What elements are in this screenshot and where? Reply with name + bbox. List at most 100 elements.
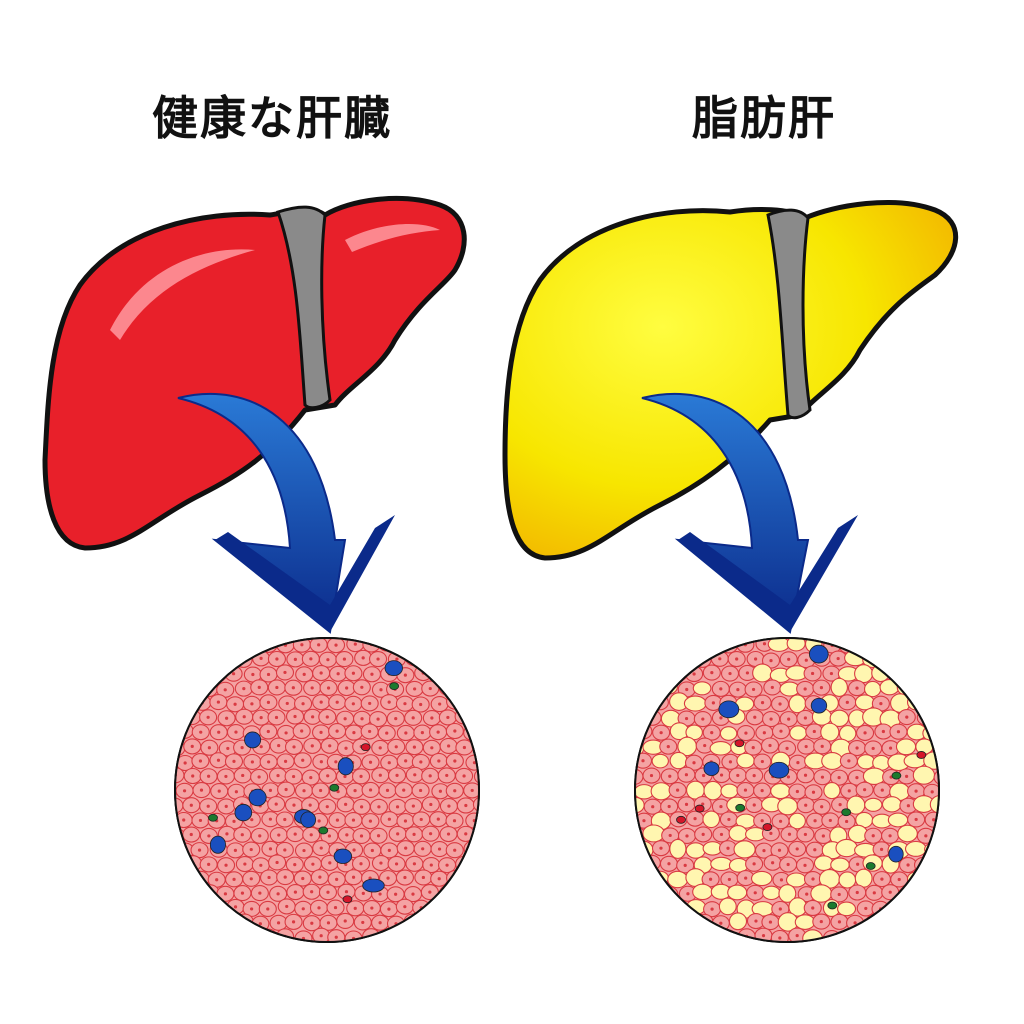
- cell-nucleus: [862, 643, 866, 647]
- hepatocyte-cell: [702, 638, 721, 652]
- cell-nucleus: [898, 671, 902, 675]
- fat-droplet: [762, 885, 781, 901]
- cell-nucleus: [803, 773, 808, 777]
- hepatocyte-cell: [175, 929, 193, 942]
- cell-nucleus: [786, 775, 791, 779]
- hepatocyte-cell: [659, 651, 678, 669]
- healthy-liver-highlight: [110, 249, 255, 340]
- cell-nucleus: [335, 700, 339, 704]
- fat-droplet: [650, 782, 672, 801]
- cell-nucleus: [343, 919, 347, 923]
- cell-nucleus: [283, 875, 287, 879]
- hepatocyte-cell: [933, 769, 939, 786]
- cell-nucleus: [217, 906, 221, 910]
- cell-nucleus: [762, 642, 767, 646]
- hepatocyte-cell: [462, 928, 479, 942]
- fat-droplet: [635, 679, 646, 698]
- cell-nucleus: [760, 789, 764, 793]
- cell-nucleus: [233, 643, 237, 647]
- tissue-marker: [888, 845, 904, 863]
- cell-nucleus: [855, 890, 859, 895]
- cell-nucleus: [837, 629, 840, 632]
- cell-nucleus: [378, 746, 382, 750]
- hepatocyte-cell: [635, 900, 654, 917]
- cell-nucleus: [897, 877, 901, 882]
- cell-nucleus: [932, 818, 936, 822]
- hepatocyte-cell: [865, 638, 884, 639]
- cell-nucleus: [233, 905, 238, 909]
- cell-nucleus: [326, 686, 331, 690]
- cell-nucleus: [351, 875, 356, 879]
- cell-nucleus: [751, 687, 756, 692]
- cell-nucleus: [454, 641, 458, 645]
- hepatocyte-cell: [676, 638, 695, 639]
- cell-nucleus: [888, 627, 891, 630]
- cell-nucleus: [692, 761, 696, 765]
- fat-droplet: [777, 797, 799, 816]
- cell-nucleus: [300, 643, 304, 647]
- cell-nucleus: [192, 890, 196, 894]
- cell-nucleus: [274, 802, 278, 806]
- cell-nucleus: [387, 907, 391, 911]
- fat-droplet: [821, 751, 844, 770]
- cell-nucleus: [635, 717, 638, 721]
- cell-nucleus: [327, 834, 332, 838]
- fat-droplet: [736, 752, 755, 769]
- hepatocyte-cell: [175, 886, 184, 903]
- cell-nucleus: [411, 804, 415, 808]
- hepatocyte-cell: [175, 929, 177, 942]
- cell-nucleus: [226, 659, 230, 663]
- cell-nucleus: [225, 832, 229, 836]
- tissue-marker: [234, 803, 253, 822]
- cell-nucleus: [317, 906, 321, 910]
- cell-nucleus: [940, 834, 943, 837]
- hepatocyte-cell: [447, 900, 466, 917]
- hepatocyte-cell: [439, 914, 458, 931]
- cell-nucleus: [685, 687, 689, 692]
- cell-nucleus: [675, 935, 679, 939]
- hepatocyte-cell: [635, 665, 638, 682]
- cell-nucleus: [412, 745, 417, 749]
- cell-nucleus: [855, 746, 859, 750]
- cell-nucleus: [700, 629, 703, 632]
- hepatocyte-cell: [829, 638, 848, 639]
- cell-nucleus: [309, 627, 312, 630]
- cell-nucleus: [871, 746, 875, 751]
- cell-nucleus: [438, 702, 442, 706]
- cell-nucleus: [762, 849, 766, 853]
- hepatocyte-cell: [891, 665, 910, 682]
- hepatocyte-cell: [916, 913, 935, 930]
- fat-droplet: [642, 824, 665, 843]
- cell-nucleus: [421, 875, 425, 880]
- cell-nucleus: [387, 817, 391, 821]
- cell-nucleus: [396, 832, 400, 836]
- cell-nucleus: [863, 788, 867, 792]
- cell-nucleus: [412, 862, 417, 866]
- healthy-arrow: [177, 393, 395, 634]
- cell-nucleus: [803, 687, 807, 691]
- hepatocyte-cell: [635, 811, 637, 829]
- cell-nucleus: [217, 642, 222, 646]
- cell-nucleus: [326, 921, 331, 925]
- hepatocyte-cell: [692, 638, 712, 639]
- cell-nucleus: [403, 702, 407, 706]
- hepatocyte-cell: [471, 650, 479, 667]
- cell-nucleus: [924, 834, 928, 838]
- cell-nucleus: [719, 921, 723, 925]
- cell-nucleus: [191, 774, 195, 778]
- cell-nucleus: [207, 687, 211, 691]
- cell-nucleus: [353, 642, 357, 646]
- cell-nucleus: [360, 805, 364, 809]
- cell-nucleus: [428, 832, 433, 836]
- cell-nucleus: [684, 773, 689, 777]
- fat-droplet: [635, 650, 644, 669]
- cell-nucleus: [480, 803, 483, 806]
- cell-nucleus: [941, 920, 944, 923]
- cell-nucleus: [914, 789, 918, 793]
- hepatocyte-cell: [184, 650, 203, 667]
- cell-nucleus: [736, 688, 740, 692]
- cell-nucleus: [370, 848, 374, 853]
- cell-nucleus: [804, 803, 808, 807]
- cell-nucleus: [325, 715, 329, 719]
- cell-nucleus: [625, 849, 628, 852]
